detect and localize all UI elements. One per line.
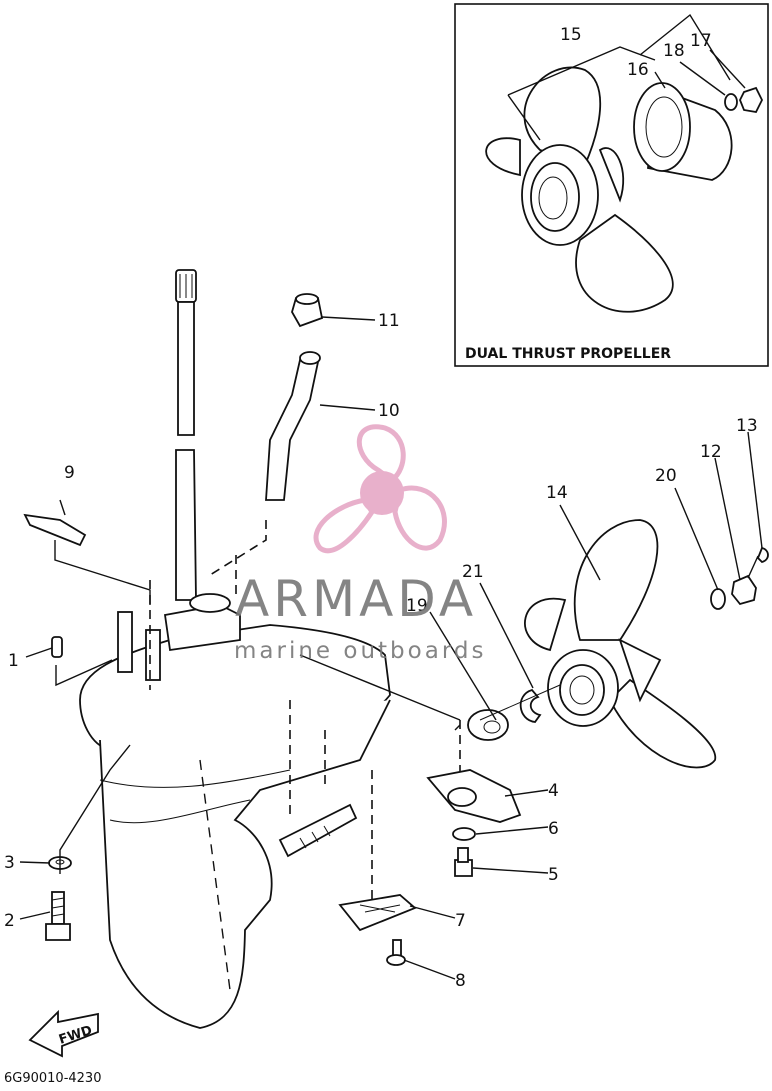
callout-16: 16	[627, 60, 649, 80]
part-9-plate	[23, 513, 87, 547]
part-5-bolt	[454, 847, 473, 877]
callout-18: 18	[663, 41, 685, 61]
callout-6: 6	[548, 819, 559, 839]
callout-20: 20	[655, 466, 677, 486]
part-12-nut	[731, 574, 757, 606]
grommet	[291, 293, 324, 328]
armada-propeller-logo	[313, 424, 447, 554]
inset-washer	[724, 93, 738, 111]
inset-propeller	[485, 66, 674, 313]
callout-4: 4	[548, 781, 559, 801]
callout-12: 12	[700, 442, 722, 462]
inset-thrust-hub	[633, 82, 733, 181]
callout-5: 5	[548, 865, 559, 885]
part-7-anode	[338, 894, 417, 932]
fwd-arrow-icon: FWD	[28, 1009, 99, 1058]
dual-thrust-inset: 15 16 17 18 DUAL THRUST PROPELLER	[454, 3, 769, 367]
part-2-bolt	[45, 891, 71, 941]
armada-watermark: ARMADA marine outboards	[234, 424, 486, 664]
armada-brand-tagline: marine outboards	[234, 638, 486, 664]
part-1-pin	[51, 636, 63, 658]
inset-frame	[454, 3, 769, 367]
callout-7: 7	[455, 911, 466, 931]
callout-8: 8	[455, 971, 466, 991]
part-13-cotter-pin	[747, 546, 769, 579]
inset-nut	[739, 86, 764, 113]
callout-19: 19	[406, 596, 428, 616]
callout-10: 10	[378, 401, 400, 421]
part-6-washer	[452, 827, 476, 841]
part-20-washer	[710, 588, 726, 610]
callout-17: 17	[690, 31, 712, 51]
lower-case	[79, 593, 391, 1029]
callout-11: 11	[378, 311, 400, 331]
part-4-trim-tab	[426, 769, 522, 823]
drive-shaft	[175, 269, 197, 601]
callout-13: 13	[736, 416, 758, 436]
drawing-code: 6G90010-4230	[4, 1071, 101, 1086]
callout-3: 3	[4, 853, 15, 873]
callout-1: 1	[8, 651, 19, 671]
inset-title: DUAL THRUST PROPELLER	[465, 346, 671, 362]
part-14-propeller	[479, 519, 716, 769]
callout-15: 15	[560, 25, 582, 45]
callout-9: 9	[64, 463, 75, 483]
part-8-screw	[386, 939, 406, 966]
callout-21: 21	[462, 562, 484, 582]
part-21-clip	[519, 688, 542, 723]
water-pipe	[265, 351, 321, 501]
callout-14: 14	[546, 483, 568, 503]
part-19-thrust-washer	[467, 709, 509, 741]
callout-2: 2	[4, 911, 15, 931]
armada-brand-name: ARMADA	[235, 570, 477, 628]
